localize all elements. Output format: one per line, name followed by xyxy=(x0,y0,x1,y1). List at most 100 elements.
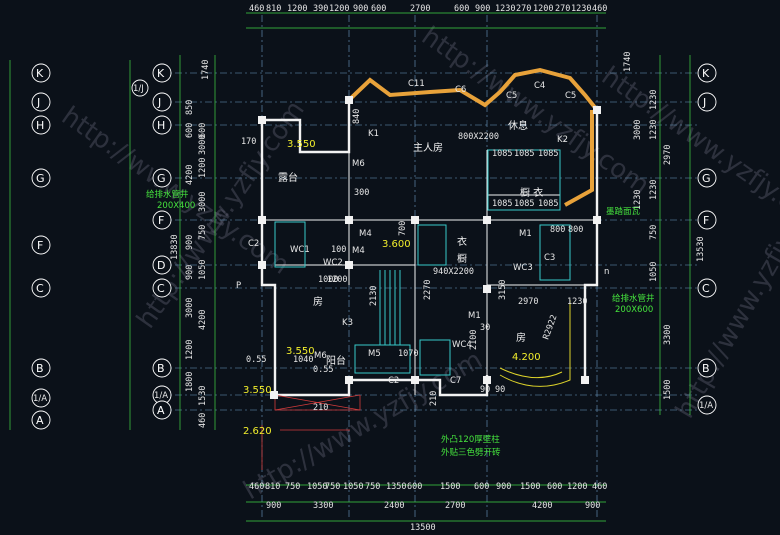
dim-label: 810 xyxy=(266,4,281,14)
wc-mark: WC4 xyxy=(452,340,472,350)
dim-label: 270 xyxy=(555,4,570,14)
dim-label: 1740 xyxy=(201,60,211,80)
dim-label: 90 xyxy=(480,385,490,395)
dim-label: 1200 xyxy=(533,4,553,14)
dim-label: 850 xyxy=(185,100,195,115)
dim-label: 1500 xyxy=(440,482,460,492)
axis-label: C xyxy=(702,282,710,295)
building-walls xyxy=(260,100,599,397)
dim-label: 1230 xyxy=(633,190,643,210)
axis-label: H xyxy=(157,119,165,132)
dim-label: 1230 xyxy=(649,180,659,200)
window-mark: C5 xyxy=(565,91,576,101)
watermark-text: http://www.yzfjy.com xyxy=(416,21,655,201)
dim-label: 13530 xyxy=(696,236,706,262)
dim-label: 1200 xyxy=(185,340,195,360)
dim-label: 900 xyxy=(185,265,195,280)
axis-label: 1/A xyxy=(33,394,47,404)
note-pipe-right: 给排水管井 xyxy=(612,293,655,304)
dim-label: 1800 xyxy=(185,372,195,392)
room-closet1: 衣 xyxy=(457,235,467,248)
dim-total: 13500 xyxy=(410,523,436,533)
door-mark: M4 xyxy=(359,229,372,239)
dim-label: 600 xyxy=(185,123,195,138)
window-mark: C11 xyxy=(408,79,425,89)
dim-label: 750 xyxy=(198,225,208,240)
dim-label: R2922 xyxy=(541,314,559,341)
dim-label: 210 xyxy=(313,403,328,413)
dim-label: 270 xyxy=(516,4,531,14)
note-pipe-left-size: 200X400 xyxy=(157,201,195,211)
window-mark: C2 xyxy=(248,239,259,249)
window-mark: C5 xyxy=(506,91,517,101)
window-mark: C4 xyxy=(534,81,545,91)
window-mark: C3 xyxy=(544,253,555,263)
axis-label: G xyxy=(702,172,711,185)
window-mark: K1 xyxy=(368,129,379,139)
dim-label: 900 xyxy=(266,501,281,511)
dim-label: 1500 xyxy=(520,482,540,492)
room-balcony: 阳台 xyxy=(326,354,346,367)
room-labels: 主人房 休息 露台 衣 橱 橱 衣 房 房 阳台 xyxy=(278,119,543,367)
lower-terrace xyxy=(261,394,361,470)
dim-label: 1085 xyxy=(538,149,558,159)
door-mark: M1 xyxy=(519,229,532,239)
dim-label: 1230 xyxy=(567,297,587,307)
window-mark: C6 xyxy=(455,85,466,95)
level-mark: 3.550 xyxy=(243,385,272,396)
dim-label: 460 xyxy=(249,482,264,492)
dim-label: 390 xyxy=(313,4,328,14)
right-axis-bubbles: K J G F C B 1/A xyxy=(697,63,717,415)
dim-label: 1050 xyxy=(307,482,327,492)
wc-mark: WC1 xyxy=(290,245,310,255)
dim-label: 1085 xyxy=(514,199,534,209)
dim-label: 1200 xyxy=(329,4,349,14)
dim-label: 750 xyxy=(325,482,340,492)
dim-label: 900 xyxy=(496,482,511,492)
dim-label: 1230 xyxy=(571,4,591,14)
dim-label: 900 xyxy=(353,4,368,14)
axis-label: B xyxy=(36,362,44,375)
dim-label: 1230 xyxy=(649,120,659,140)
dim-label: 3300 xyxy=(663,325,673,345)
dim-label: 0.55 xyxy=(246,355,266,365)
dim-label: 1070 xyxy=(398,349,418,359)
dim-label: 3000 xyxy=(198,135,208,155)
top-dimensions: 460 810 1200 390 1200 900 600 2700 600 9… xyxy=(249,4,607,14)
axis-label: K xyxy=(702,67,710,80)
window-mark: K2 xyxy=(557,135,568,145)
axis-label: J xyxy=(36,96,40,109)
dim-label: 1050 xyxy=(198,260,208,280)
dim-label: 3000 xyxy=(633,120,643,140)
dim-label: 3000 xyxy=(198,192,208,212)
dim-label: 1200 xyxy=(198,158,208,178)
dim-label: 300 xyxy=(354,188,369,198)
main-left-axis-bubbles: K 1/J J H G F D C B 1/A A xyxy=(131,63,172,420)
window-mark: C2 xyxy=(388,376,399,386)
dim-label: 4200 xyxy=(198,310,208,330)
dim-label: 2100 xyxy=(469,330,479,350)
dim-label: 800 xyxy=(568,225,583,235)
dim-label: 800X2200 xyxy=(458,132,499,142)
dim-label: 100 xyxy=(331,245,346,255)
axis-label: K xyxy=(36,67,44,80)
dim-label: 750 xyxy=(365,482,380,492)
dim-label: 210 xyxy=(429,391,439,406)
dim-label: 600 xyxy=(407,482,422,492)
axis-label: F xyxy=(703,214,709,227)
dim-label: 600 xyxy=(454,4,469,14)
section-mark: n xyxy=(604,267,609,277)
dim-label: 600 xyxy=(474,482,489,492)
axis-label: C xyxy=(157,282,165,295)
level-mark: 3.600 xyxy=(382,239,411,250)
dim-label: 13830 xyxy=(170,234,180,260)
axis-label: C xyxy=(36,282,44,295)
door-mark: M5 xyxy=(368,349,381,359)
axis-label: 1/A xyxy=(699,401,713,411)
room-left: 房 xyxy=(313,295,323,308)
room-rest: 休息 xyxy=(508,119,528,132)
door-mark: M1 xyxy=(468,311,481,321)
dim-label: 170 xyxy=(241,137,256,147)
